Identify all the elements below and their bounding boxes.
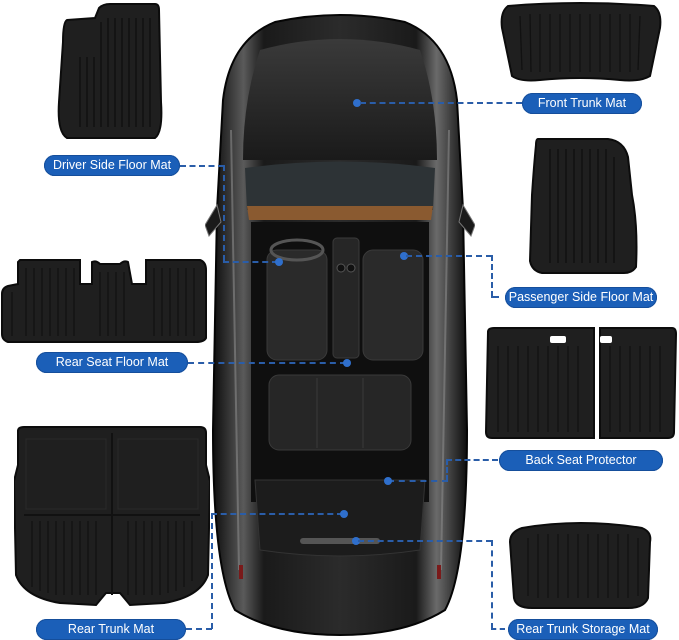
passenger-side-pointer-dot [400,252,408,260]
rear-trunk-storage-leader-v [491,540,493,629]
storage-mat-icon [508,522,652,609]
passenger-side-leader-h2 [491,296,499,298]
front-trunk-mat-image [500,2,662,86]
driver-side-leader-h1 [180,165,224,167]
back-seat-protector-image [484,326,678,442]
passenger-side-floor-mat-image [528,135,640,275]
rear-trunk-storage-pointer-dot [352,537,360,545]
rear-trunk-leader-h1 [186,628,212,630]
driver-side-floor-mat-image [55,2,165,140]
rear-trunk-pointer-dot [340,510,348,518]
car-icon [205,14,475,637]
back-seat-protector-leader-h1 [446,459,498,461]
floor-mat-icon [528,138,638,274]
rear-trunk-mat-image [14,425,210,611]
passenger-side-leader-h1 [406,255,492,257]
driver-side-leader-h2 [223,261,278,263]
label-back-seat-protector: Back Seat Protector [499,450,663,471]
trunk-mat-icon [14,426,210,607]
seat-protector-icon [484,327,678,439]
rear-trunk-leader-v [211,513,213,629]
label-rear-trunk-mat: Rear Trunk Mat [36,619,186,640]
label-driver-side-floor-mat: Driver Side Floor Mat [44,155,180,176]
rear-seat-pointer-dot [343,359,351,367]
trunk-mat-icon [500,2,662,82]
passenger-side-leader-v [491,255,493,297]
rear-trunk-storage-mat-image [508,522,654,612]
label-rear-seat-floor-mat: Rear Seat Floor Mat [36,352,188,373]
driver-side-leader-v [223,165,225,261]
driver-side-pointer-dot [275,258,283,266]
rear-trunk-storage-leader-h1 [358,540,492,542]
label-front-trunk-mat: Front Trunk Mat [522,93,642,114]
back-seat-protector-pointer-dot [384,477,392,485]
rear-seat-floor-mat-image [0,258,210,344]
rear-seat-leader [188,362,346,364]
front-trunk-pointer-dot [353,99,361,107]
back-seat-protector-leader-h2 [388,480,448,482]
label-rear-trunk-storage-mat: Rear Trunk Storage Mat [508,619,658,640]
car-top-view [205,10,475,640]
back-seat-protector-leader-v [446,459,448,481]
rear-trunk-leader-h2 [211,513,343,515]
floor-mat-icon [57,3,163,139]
label-passenger-side-floor-mat: Passenger Side Floor Mat [505,287,657,308]
front-trunk-leader [360,102,522,104]
rear-floor-mat-icon [1,259,207,343]
rear-trunk-storage-leader-h2 [491,628,505,630]
